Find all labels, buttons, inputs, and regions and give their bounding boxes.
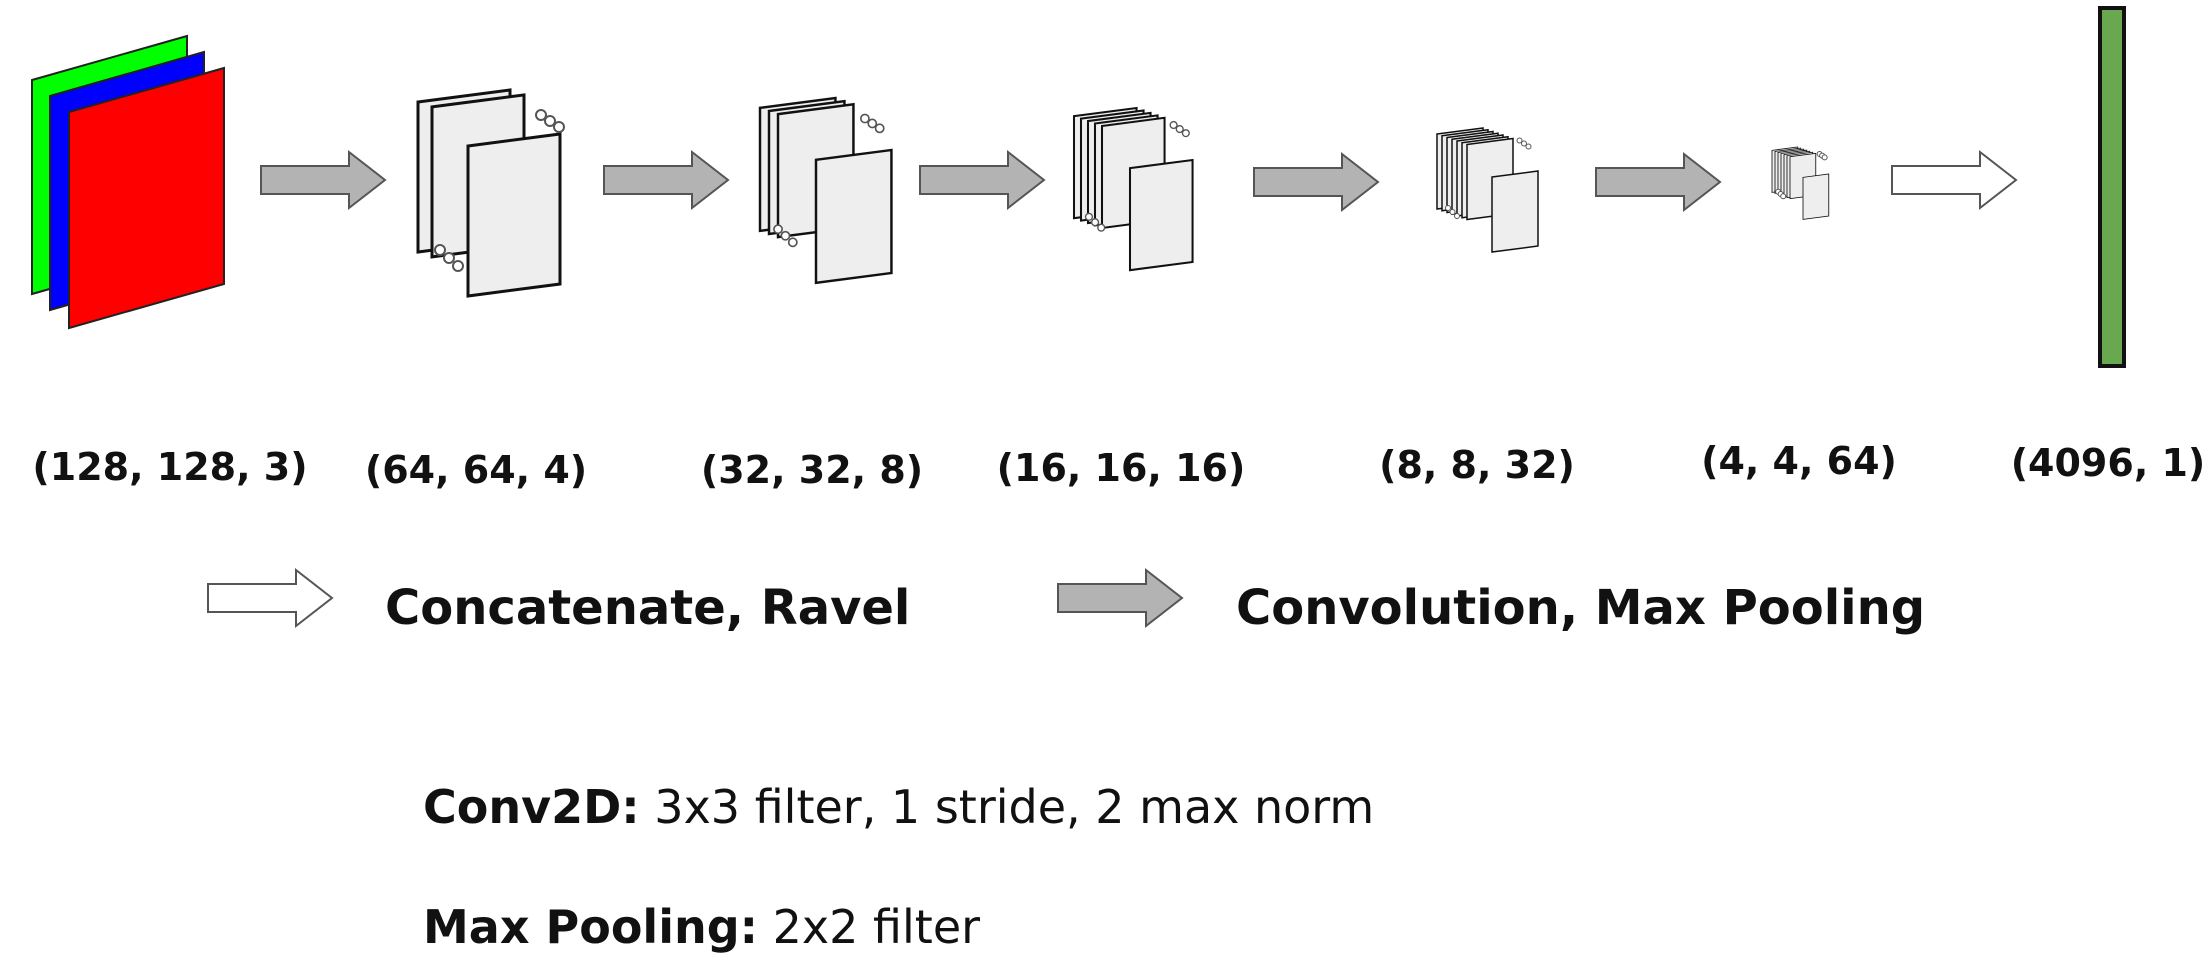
layer-parameters: Conv2D: 3x3 filter, 1 stride, 2 max norm… [423,780,1374,954]
ravel-arrow [1891,151,2017,209]
ellipsis-dot [773,224,783,235]
conv2d-value: 3x3 filter, 1 stride, 2 max norm [640,780,1375,834]
ellipsis-dot [434,244,446,256]
shape-label-input: (128, 128, 3) [32,445,307,489]
feature-map-front-sheet [1802,173,1830,220]
conv2d-params: Conv2D: 3x3 filter, 1 stride, 2 max norm [423,780,1374,834]
input-rgb-channels [31,34,225,330]
feature-map-stack-conv5 [1771,146,1830,220]
feature-map-front-sheet [1491,170,1539,253]
convolution-arrow-5 [1595,153,1721,211]
maxpool-key: Max Pooling: [423,900,758,954]
ellipsis-dot [1084,212,1094,221]
feature-map-front-sheet [1128,158,1194,272]
feature-map-stack-conv1 [416,88,565,298]
ellipsis-dot [1780,193,1787,200]
ellipsis-dot [1525,143,1532,150]
legend-hollow-arrow [207,569,333,627]
ellipsis-dot [452,260,464,272]
ellipsis-dot [1516,137,1523,144]
conv2d-key: Conv2D: [423,780,640,834]
ellipsis-dot [1097,223,1106,232]
convolution-arrow-3 [919,151,1045,209]
ellipsis-dot [443,252,455,264]
shape-label-conv3: (16, 16, 16) [997,446,1246,490]
ellipsis-dot [867,118,878,129]
ellipsis-dot [1821,154,1828,161]
ellipsis-dot [1449,209,1456,215]
ellipsis-dot [787,237,798,248]
ellipsis-dot [780,230,791,241]
feature-map-front-sheet [814,148,893,285]
ellipsis-dot [1181,129,1190,138]
ellipsis-dot [1090,218,1100,227]
shape-label-conv4: (8, 8, 32) [1379,443,1575,487]
legend-convolution-max-pooling: Convolution, Max Pooling [1236,580,1925,636]
ellipsis-dot [1445,205,1451,211]
convolution-arrow-2 [603,151,729,209]
shape-label-conv2: (32, 32, 8) [701,448,923,492]
ellipsis-dot [859,113,870,124]
legend-concatenate-ravel: Concatenate, Ravel [385,580,910,636]
ellipsis-dot [1454,213,1460,219]
ellipsis-dot [535,109,547,121]
feature-map-stack-conv4 [1436,127,1539,253]
feature-map-stack-conv3 [1072,106,1194,272]
ellipsis-dot [874,123,885,134]
legend-filled-arrow [1057,569,1183,627]
shape-label-conv1: (64, 64, 4) [365,448,587,492]
ellipsis-dot [1175,125,1184,134]
legend: Concatenate, Ravel Convolution, Max Pool… [207,569,1925,636]
maxpool-params: Max Pooling: 2x2 filter [423,900,980,954]
maxpool-value: 2x2 filter [758,900,980,954]
convolution-arrow-1 [260,151,386,209]
shape-label-output: (4096, 1) [2011,441,2206,485]
ellipsis-dot [553,121,565,133]
feature-map-stack-conv2 [758,96,893,285]
shape-label-conv5: (4, 4, 64) [1701,439,1897,483]
ellipsis-dot [1521,140,1527,147]
feature-map-front-sheet [466,132,562,298]
convolution-arrow-4 [1253,153,1379,211]
ellipsis-dot [1169,120,1178,130]
output-vector [2098,6,2126,368]
red-channel [68,66,225,330]
ellipsis-dot [544,115,556,127]
